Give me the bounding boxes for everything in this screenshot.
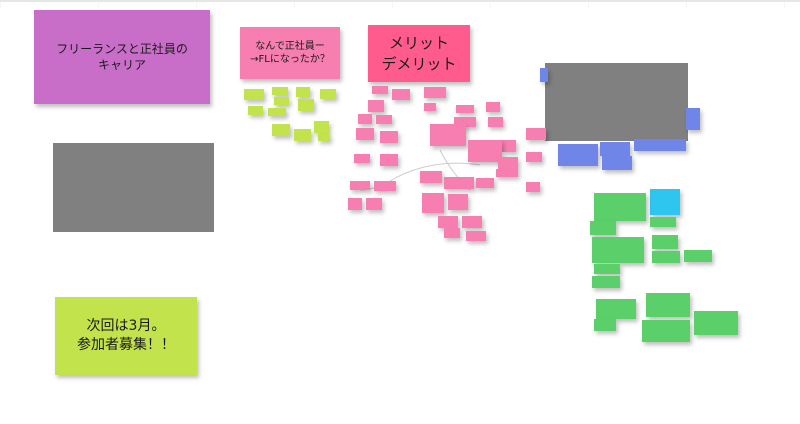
sticky-pink-23[interactable] bbox=[444, 177, 474, 189]
sticky-pink-24[interactable] bbox=[476, 178, 494, 188]
sticky-pink-16[interactable] bbox=[502, 140, 516, 152]
sticky-pink-29[interactable] bbox=[366, 198, 382, 210]
sticky-pink-1[interactable] bbox=[372, 86, 388, 94]
sticky-pink-3[interactable] bbox=[424, 87, 446, 98]
sticky-pink-7[interactable] bbox=[486, 102, 500, 112]
ruler-strip bbox=[0, 2, 800, 8]
redacted-image-right bbox=[545, 63, 688, 141]
why-freelance-text: なんで正社員ー →FLになったか？ bbox=[250, 40, 330, 66]
sticky-pink-large-1[interactable] bbox=[468, 140, 502, 162]
sticky-pink-17[interactable] bbox=[354, 154, 370, 163]
sticky-pink-27[interactable] bbox=[374, 181, 396, 191]
sticky-pink-32[interactable] bbox=[438, 216, 458, 228]
sticky-green-12[interactable] bbox=[594, 319, 616, 331]
merit-demerit-sticky-note[interactable]: メリット デメリット bbox=[368, 25, 470, 82]
sticky-green-10[interactable] bbox=[596, 299, 636, 319]
sticky-blue-2[interactable] bbox=[686, 108, 700, 130]
sticky-green-3[interactable] bbox=[590, 221, 616, 235]
sticky-green-7[interactable] bbox=[684, 250, 712, 262]
sticky-pink-30[interactable] bbox=[422, 193, 444, 213]
sticky-pink-21[interactable] bbox=[496, 169, 518, 177]
sticky-lime-9[interactable] bbox=[272, 124, 290, 136]
sticky-lime-5[interactable] bbox=[274, 97, 289, 105]
sticky-green-11[interactable] bbox=[646, 293, 690, 317]
sticky-green-9[interactable] bbox=[592, 276, 620, 288]
sticky-blue-4[interactable] bbox=[600, 142, 630, 156]
sticky-lime-4[interactable] bbox=[320, 89, 336, 99]
sticky-pink-19[interactable] bbox=[498, 157, 518, 169]
sticky-cyan-1[interactable] bbox=[650, 189, 680, 215]
sticky-lime-2[interactable] bbox=[272, 87, 288, 95]
sticky-lime-12[interactable] bbox=[318, 134, 330, 141]
sticky-pink-10[interactable] bbox=[454, 117, 476, 127]
title-sticky-note[interactable]: フリーランスと正社員の キャリア bbox=[34, 10, 210, 104]
merit-demerit-text: メリット デメリット bbox=[381, 34, 457, 73]
sticky-pink-28[interactable] bbox=[348, 198, 362, 210]
sticky-green-8[interactable] bbox=[594, 264, 620, 274]
sticky-blue-6[interactable] bbox=[602, 156, 632, 170]
sticky-pink-25[interactable] bbox=[526, 182, 540, 192]
sticky-green-2[interactable] bbox=[650, 217, 676, 227]
redacted-image-left bbox=[53, 143, 214, 232]
sticky-pink-20[interactable] bbox=[526, 152, 542, 162]
sticky-pink-8[interactable] bbox=[358, 114, 372, 124]
sticky-pink-4[interactable] bbox=[368, 100, 384, 112]
title-text: フリーランスと正社員の キャリア bbox=[56, 41, 188, 72]
sticky-pink-26[interactable] bbox=[350, 181, 370, 190]
sticky-green-13[interactable] bbox=[642, 320, 690, 342]
sticky-pink-15[interactable] bbox=[526, 128, 546, 140]
sticky-lime-6[interactable] bbox=[298, 99, 314, 111]
sticky-blue-3[interactable] bbox=[558, 144, 598, 166]
why-freelance-sticky-note[interactable]: なんで正社員ー →FLになったか？ bbox=[240, 27, 340, 79]
sticky-lime-10[interactable] bbox=[294, 129, 311, 141]
sticky-lime-7[interactable] bbox=[268, 108, 286, 116]
sticky-pink-9[interactable] bbox=[376, 115, 392, 124]
sticky-pink-14[interactable] bbox=[430, 124, 466, 146]
sticky-green-5[interactable] bbox=[652, 235, 678, 249]
sticky-pink-13[interactable] bbox=[380, 131, 398, 143]
sticky-pink-5[interactable] bbox=[424, 103, 436, 111]
sticky-pink-6[interactable] bbox=[456, 105, 474, 113]
sticky-blue-1[interactable] bbox=[540, 68, 548, 82]
sticky-lime-1[interactable] bbox=[244, 89, 264, 100]
sticky-pink-22[interactable] bbox=[420, 171, 442, 183]
sticky-pink-31[interactable] bbox=[448, 194, 468, 210]
sticky-green-6[interactable] bbox=[652, 251, 680, 263]
sticky-pink-33[interactable] bbox=[462, 216, 482, 228]
window-top-border bbox=[0, 0, 800, 2]
sticky-lime-11[interactable] bbox=[314, 121, 329, 133]
sticky-green-1[interactable] bbox=[594, 193, 646, 221]
sticky-pink-18[interactable] bbox=[380, 154, 398, 166]
sticky-green-4[interactable] bbox=[592, 237, 644, 263]
sticky-pink-2[interactable] bbox=[392, 89, 410, 100]
next-session-text: 次回は3月。 参加者募集！！ bbox=[77, 318, 175, 353]
sticky-lime-8[interactable] bbox=[248, 106, 263, 115]
sticky-green-14[interactable] bbox=[694, 311, 738, 335]
sticky-pink-12[interactable] bbox=[356, 128, 374, 140]
sticky-lime-3[interactable] bbox=[296, 87, 310, 97]
next-session-sticky-note[interactable]: 次回は3月。 参加者募集！！ bbox=[55, 297, 197, 375]
sticky-blue-5[interactable] bbox=[634, 139, 686, 151]
sticky-pink-11[interactable] bbox=[488, 117, 503, 127]
sticky-pink-35[interactable] bbox=[466, 231, 486, 241]
sticky-pink-34[interactable] bbox=[444, 228, 460, 238]
